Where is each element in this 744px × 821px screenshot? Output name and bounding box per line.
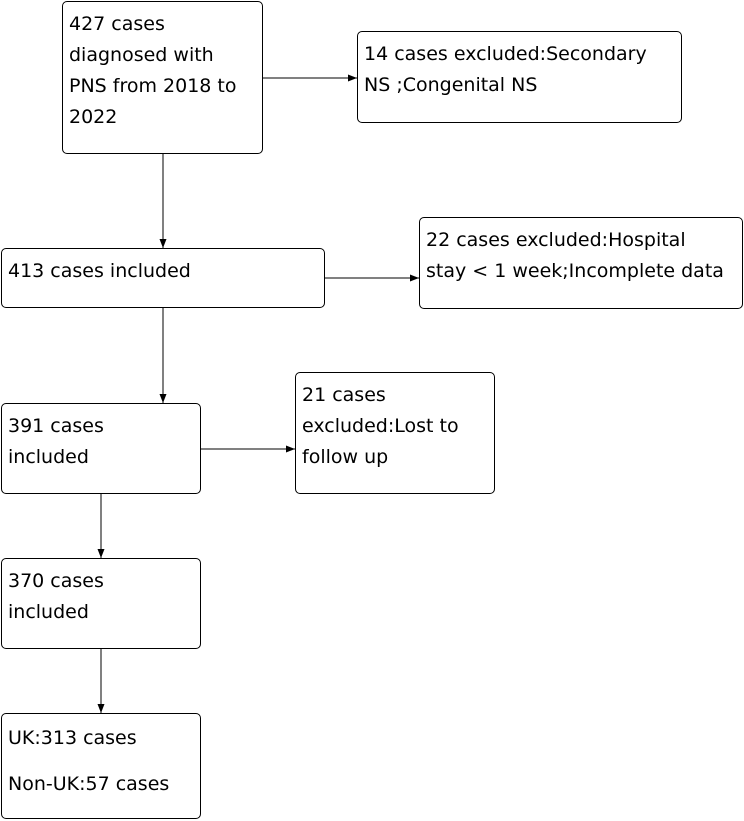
arrow-step1-to-exclude2: [325, 274, 419, 282]
node-start-line-4: 2022: [69, 106, 118, 128]
arrow-step2-to-step3: [97, 494, 105, 558]
node-start-line-3: PNS from 2018 to: [69, 75, 237, 97]
node-step3-line-1: 370 cases: [8, 570, 104, 592]
node-exclude1-line-1: 14 cases excluded:Secondary: [364, 43, 647, 65]
node-exclude3-line-3: follow up: [302, 446, 389, 468]
node-exclude3-line-2: excluded:Lost to: [302, 415, 459, 437]
node-start-line-1: 427 cases: [69, 13, 165, 35]
node-exclude2-line-1: 22 cases excluded:Hospital: [426, 229, 686, 251]
node-final-line-1: UK:313 cases: [8, 727, 137, 749]
node-step3: 370 cases included: [1, 558, 201, 649]
node-exclude2: 22 cases excluded:Hospital stay < 1 week…: [419, 217, 743, 309]
arrow-step3-to-final: [97, 649, 105, 713]
node-step1: 413 cases included: [1, 248, 325, 308]
node-step2: 391 cases included: [1, 403, 201, 494]
arrow-start-to-step1: [159, 154, 167, 248]
node-exclude2-line-2: stay < 1 week;Incomplete data: [426, 260, 724, 282]
arrow-step1-to-step2: [159, 308, 167, 403]
node-final: UK:313 cases Non-UK:57 cases: [1, 713, 201, 819]
node-step2-line-2: included: [8, 446, 89, 468]
node-exclude3: 21 cases excluded:Lost to follow up: [295, 372, 495, 494]
arrow-step2-to-exclude3: [201, 445, 295, 453]
node-exclude1: 14 cases excluded:Secondary NS ;Congenit…: [357, 31, 682, 123]
node-step1-line-1: 413 cases included: [8, 260, 191, 282]
node-exclude3-line-1: 21 cases: [302, 384, 386, 406]
node-step2-line-1: 391 cases: [8, 415, 104, 437]
node-step3-line-2: included: [8, 601, 89, 623]
node-final-line-2: Non-UK:57 cases: [8, 773, 170, 795]
node-start: 427 cases diagnosed with PNS from 2018 t…: [62, 1, 263, 154]
node-start-line-2: diagnosed with: [69, 44, 214, 66]
arrow-start-to-exclude1: [263, 74, 357, 82]
node-exclude1-line-2: NS ;Congenital NS: [364, 74, 538, 96]
